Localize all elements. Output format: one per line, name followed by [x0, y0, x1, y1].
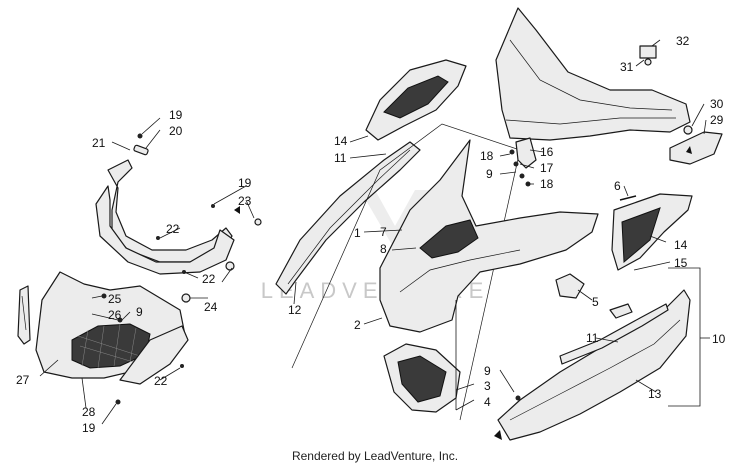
- mirror-part: [669, 131, 723, 165]
- callout-11: 11: [334, 151, 347, 165]
- callout-6: 6: [614, 179, 621, 193]
- callout-8: 8: [380, 242, 387, 256]
- right-assembly: [495, 7, 723, 441]
- callout-24: 24: [204, 300, 218, 314]
- callout-9: 9: [486, 167, 493, 181]
- callout-32: 32: [676, 34, 690, 48]
- callout-25: 25: [108, 292, 122, 306]
- windshield-part: [495, 7, 691, 141]
- left-leader-lines: [39, 117, 255, 425]
- callout-4: 4: [484, 395, 491, 409]
- side-panel-part: [95, 185, 235, 275]
- right-fasteners: [494, 146, 692, 440]
- callouts: 19 20 21 19 23 22 22 24 25 26 9 27 22 28…: [16, 34, 726, 435]
- callout-23: 23: [238, 194, 252, 208]
- center-assembly: [275, 59, 599, 421]
- callout-26: 26: [108, 308, 122, 322]
- callout-19: 19: [169, 108, 183, 122]
- right-pan-part: [119, 325, 189, 385]
- callout-28: 28: [82, 405, 96, 419]
- callout-21: 21: [92, 136, 106, 150]
- callout-18: 18: [480, 149, 494, 163]
- side-trim-part: [275, 141, 421, 295]
- callout-18: 18: [540, 177, 554, 191]
- center-leader-lines: [293, 135, 475, 411]
- callout-3: 3: [484, 379, 491, 393]
- callout-22: 22: [166, 222, 180, 236]
- callout-9: 9: [484, 364, 491, 378]
- callout-22: 22: [202, 272, 216, 286]
- lower-side-panel-part: [497, 289, 691, 441]
- callout-14: 14: [334, 134, 348, 148]
- leadventure-watermark-logo: [360, 190, 430, 250]
- callout-2: 2: [354, 318, 361, 332]
- footer-credit: Rendered by LeadVenture, Inc.: [291, 449, 459, 463]
- callout-11: 11: [586, 331, 599, 345]
- callout-10: 10: [712, 332, 726, 346]
- lower-nose-assembly: [17, 159, 235, 385]
- callout-29: 29: [710, 113, 724, 127]
- bumper-bar-part: [107, 159, 233, 263]
- callout-19: 19: [82, 421, 96, 435]
- callout-30: 30: [710, 97, 724, 111]
- callout-31: 31: [620, 60, 634, 74]
- clip-part: [555, 273, 585, 299]
- left-fasteners: [101, 133, 262, 405]
- callout-5: 5: [592, 295, 599, 309]
- callout-1: 1: [354, 226, 361, 240]
- callout-22: 22: [154, 374, 168, 388]
- hood-part: [379, 139, 599, 333]
- callout-7: 7: [380, 225, 387, 239]
- callout-13: 13: [648, 387, 662, 401]
- callout-20: 20: [169, 124, 183, 138]
- callout-9: 9: [136, 305, 143, 319]
- callout-19: 19: [238, 176, 252, 190]
- windshield-bracket-part: [515, 137, 537, 169]
- hood-intake-part: [419, 219, 479, 259]
- right-leader-lines: [499, 39, 710, 407]
- callout-14: 14: [674, 238, 688, 252]
- callout-16: 16: [540, 145, 554, 159]
- callout-17: 17: [540, 161, 554, 175]
- callout-12: 12: [288, 303, 302, 317]
- grille-mesh-lines: [77, 323, 147, 369]
- callout-27: 27: [16, 373, 30, 387]
- callout-15: 15: [674, 256, 688, 270]
